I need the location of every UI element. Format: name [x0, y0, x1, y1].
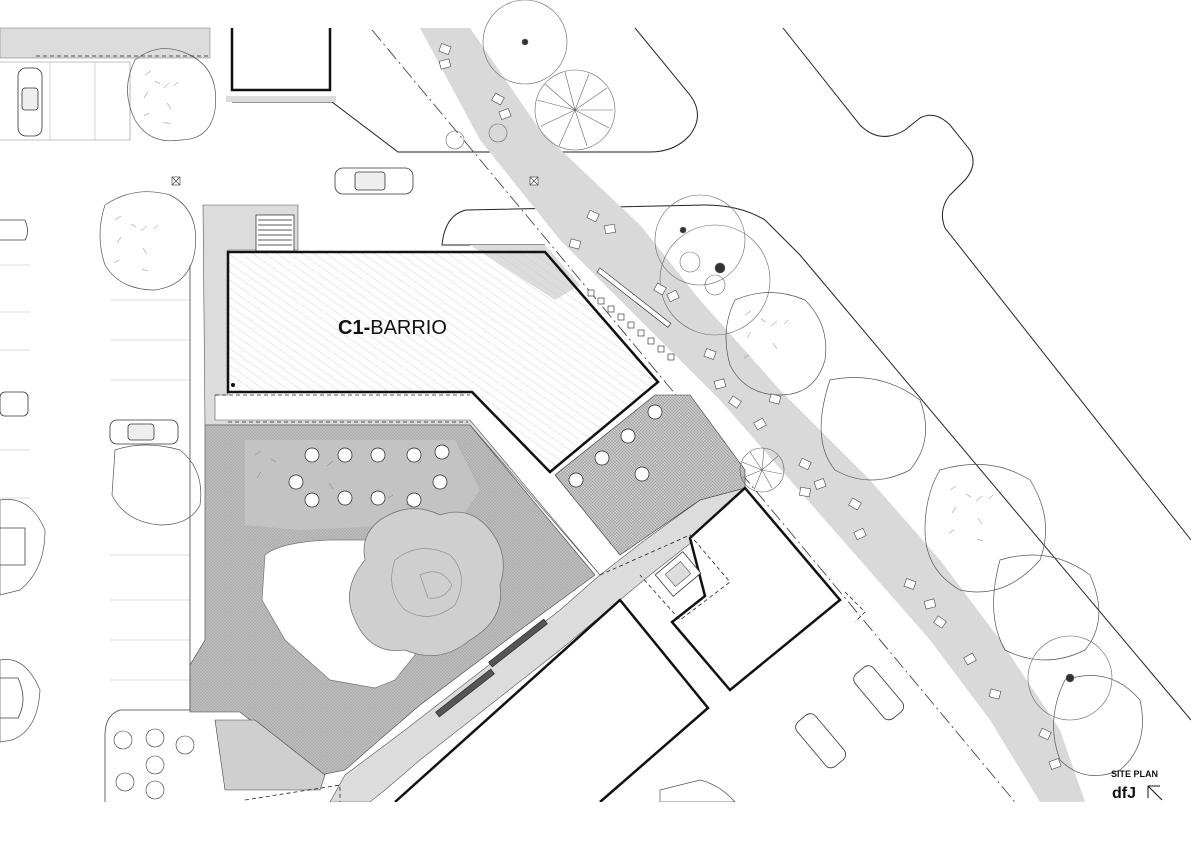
- tree-icon: [993, 554, 1100, 661]
- cafe-table-icon: [434, 444, 450, 460]
- cafe-table-icon: [594, 450, 610, 466]
- cafe-table-icon: [288, 474, 304, 490]
- patio: [554, 394, 746, 556]
- tree-icon: [924, 464, 1046, 593]
- tree-icon: [111, 444, 202, 526]
- bench-icon: [435, 618, 548, 718]
- cafe-table-icon: [337, 447, 353, 463]
- building-south: [394, 598, 710, 803]
- boulders: [438, 43, 1062, 770]
- tree-icon: [1053, 675, 1143, 776]
- car-icon: [109, 419, 179, 445]
- north-arrow-icon: [1147, 785, 1163, 801]
- building-south-east: [670, 486, 842, 692]
- plaza-planting: [245, 440, 480, 530]
- car-icon: [334, 167, 414, 195]
- tree-icon: [127, 48, 217, 142]
- cafe-table-icon: [620, 428, 636, 444]
- adjacent-building-top: [230, 28, 332, 92]
- cafe-table-icon: [432, 474, 448, 490]
- cafe-table-icon: [406, 492, 422, 508]
- tree-canopies: [0, 48, 1143, 803]
- bike-racks: [587, 267, 675, 361]
- street-light-markers: [171, 176, 539, 186]
- tree-scribble: [113, 70, 994, 542]
- tree-icon: [99, 191, 197, 291]
- cafe-table-icon: [370, 490, 386, 506]
- tree-icon: [725, 292, 827, 396]
- cafe-table-icon: [304, 492, 320, 508]
- car-icon: [853, 665, 905, 721]
- logo: dfJ: [1112, 785, 1136, 802]
- car-icon: [17, 67, 43, 137]
- building-c1-barrio: [226, 250, 660, 474]
- cafe-tables: [288, 444, 450, 508]
- cafe-table-icon: [370, 447, 386, 463]
- tree-icon: [820, 377, 926, 481]
- car-icon: [0, 391, 29, 417]
- tree-icon: [445, 0, 1113, 721]
- building-label: C1-BARRIO: [338, 317, 447, 339]
- sheet-title: SITE PLAN: [1111, 769, 1158, 779]
- cafe-table-icon: [337, 490, 353, 506]
- tree-icon: [113, 728, 195, 800]
- tree-icon: [0, 499, 46, 596]
- corner-planter: [214, 719, 326, 791]
- cafe-table-icon: [647, 404, 663, 420]
- cafe-table-icon: [406, 447, 422, 463]
- building-label-code: C1-: [338, 317, 370, 339]
- patio-tables: [568, 404, 663, 488]
- tree-icon: [659, 779, 736, 803]
- cafe-table-icon: [634, 466, 650, 482]
- car-icon: [795, 713, 847, 769]
- cafe-table-icon: [304, 447, 320, 463]
- building-label-name: BARRIO: [370, 317, 447, 339]
- tree-icon: [349, 508, 504, 656]
- stair-icon: [255, 214, 295, 252]
- easement-lines: [36, 55, 866, 802]
- greenway-strip: [420, 28, 1085, 802]
- left-parking: [0, 27, 211, 802]
- street-curbs: [232, 27, 1191, 721]
- tree-icon: [0, 659, 41, 743]
- cafe-table-icon: [568, 472, 584, 488]
